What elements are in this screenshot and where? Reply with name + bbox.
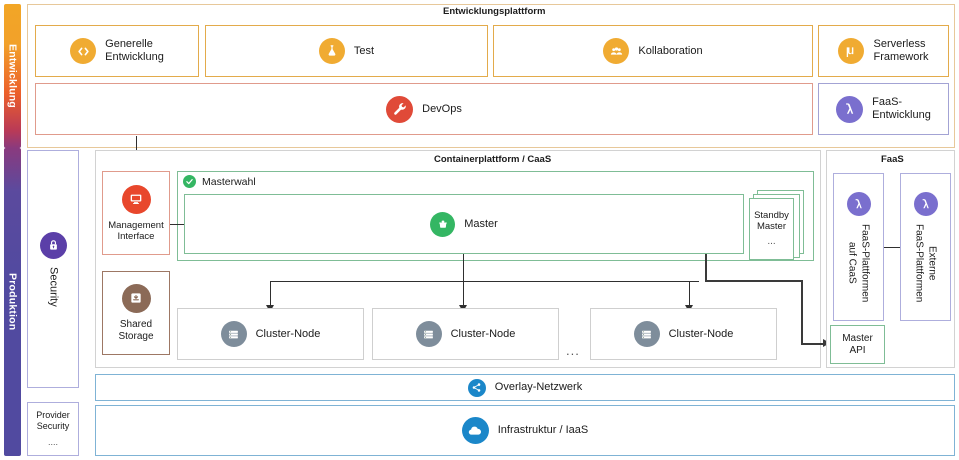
- server-stack-icon: [633, 321, 660, 347]
- card-standby-master[interactable]: Standby Master ...: [749, 198, 794, 260]
- card-label: Infrastruktur / IaaS: [497, 424, 589, 436]
- card-sublabel: ....: [47, 436, 58, 447]
- lifecycle-label-development: Entwicklung: [6, 43, 19, 109]
- connector-master-bus-stem: [463, 254, 465, 281]
- card-faas-entwicklung[interactable]: FaaS- Entwicklung: [818, 83, 949, 135]
- card-label: Generelle Entwicklung: [105, 38, 164, 63]
- card-kollaboration[interactable]: Kollaboration: [493, 25, 813, 77]
- connector-master-to-api-v: [801, 280, 803, 344]
- wrench-icon: [386, 95, 414, 123]
- card-label: Provider Security: [36, 409, 70, 431]
- card-label: Management Interface: [108, 219, 164, 242]
- ship-wheel-icon: [430, 211, 456, 237]
- monitor-icon: [121, 184, 151, 214]
- connector-to-node-1: [270, 281, 272, 307]
- card-label: Externe FaaS-Plattformen: [913, 223, 938, 303]
- connector-to-node-2: [463, 281, 465, 307]
- lifecycle-bar-production: Produktion: [4, 148, 21, 456]
- card-sublabel: ...: [767, 236, 776, 247]
- card-faas-platforms-on-caas[interactable]: FaaS-Plattformen auf CaaS: [833, 173, 884, 321]
- card-overlay-netzwerk[interactable]: Overlay-Netzwerk: [95, 374, 955, 401]
- lambda-icon: [846, 191, 871, 216]
- users-group-icon: [603, 38, 630, 64]
- card-label: FaaS- Entwicklung: [872, 96, 931, 121]
- card-master[interactable]: Master: [184, 194, 744, 254]
- storage-icon: [121, 283, 151, 313]
- connector-master-to-api-in: [801, 343, 825, 345]
- check-circle-icon: [183, 175, 196, 188]
- card-shared-storage[interactable]: Shared Storage: [102, 271, 170, 355]
- card-security[interactable]: Security: [27, 150, 79, 388]
- server-stack-icon: [220, 321, 247, 347]
- lambda-icon: [836, 95, 864, 123]
- connector-to-node-3: [689, 281, 691, 307]
- connector-master-to-api-stem: [705, 254, 707, 281]
- masterwahl-label: Masterwahl: [202, 175, 256, 188]
- share-nodes-icon: [467, 378, 486, 397]
- lock-icon: [39, 231, 67, 259]
- card-serverless-framework[interactable]: Serverless Framework: [818, 25, 949, 77]
- card-generelle-entwicklung[interactable]: Generelle Entwicklung: [35, 25, 199, 77]
- card-label: Cluster-Node: [450, 327, 516, 340]
- flask-icon: [318, 38, 345, 64]
- card-provider-security[interactable]: Provider Security ....: [27, 402, 79, 456]
- card-cluster-node-1[interactable]: Cluster-Node: [177, 308, 364, 360]
- card-master-api[interactable]: Master API: [830, 325, 885, 364]
- masterwahl-header: Masterwahl: [183, 175, 256, 188]
- connector-faas-platforms: [884, 247, 900, 249]
- card-label: DevOps: [422, 102, 462, 115]
- card-label: Cluster-Node: [255, 327, 321, 340]
- card-test[interactable]: Test: [205, 25, 488, 77]
- card-infrastruktur-iaas[interactable]: Infrastruktur / IaaS: [95, 405, 955, 456]
- card-external-faas-platforms[interactable]: Externe FaaS-Plattformen: [900, 173, 951, 321]
- lifecycle-label-production: Produktion: [6, 273, 19, 331]
- card-cluster-node-2[interactable]: Cluster-Node: [372, 308, 559, 360]
- card-cluster-node-3[interactable]: Cluster-Node: [590, 308, 777, 360]
- connector-mgmt-to-masterwahl: [170, 224, 184, 226]
- card-label: Standby Master: [754, 210, 789, 232]
- faas-title: FaaS: [881, 154, 904, 165]
- connector-master-to-api-h: [705, 280, 803, 282]
- lifecycle-bar-development: Entwicklung: [4, 4, 21, 148]
- card-label: Shared Storage: [118, 318, 154, 342]
- card-label: Security: [47, 266, 60, 307]
- mu-icon: [838, 38, 865, 64]
- card-label: Master: [464, 217, 498, 230]
- code-brackets-icon: [70, 38, 97, 64]
- card-label: Cluster-Node: [668, 327, 734, 340]
- card-label: Overlay-Netzwerk: [494, 381, 583, 393]
- card-label: Master API: [842, 332, 873, 356]
- card-label: Kollaboration: [638, 44, 703, 57]
- development-platform-title: Entwicklungsplattform: [443, 6, 546, 17]
- connector-master-bus: [270, 281, 699, 283]
- card-devops[interactable]: DevOps: [35, 83, 813, 135]
- card-label: Test: [353, 44, 375, 57]
- lambda-icon: [913, 191, 938, 216]
- cloud-icon: [461, 417, 489, 444]
- server-stack-icon: [415, 321, 442, 347]
- card-label: FaaS-Plattformen auf CaaS: [846, 223, 871, 303]
- card-label: Serverless Framework: [873, 38, 929, 63]
- card-management-interface[interactable]: Management Interface: [102, 171, 170, 255]
- caas-title: Containerplattform / CaaS: [434, 154, 552, 165]
- cluster-nodes-ellipsis: ...: [566, 343, 580, 358]
